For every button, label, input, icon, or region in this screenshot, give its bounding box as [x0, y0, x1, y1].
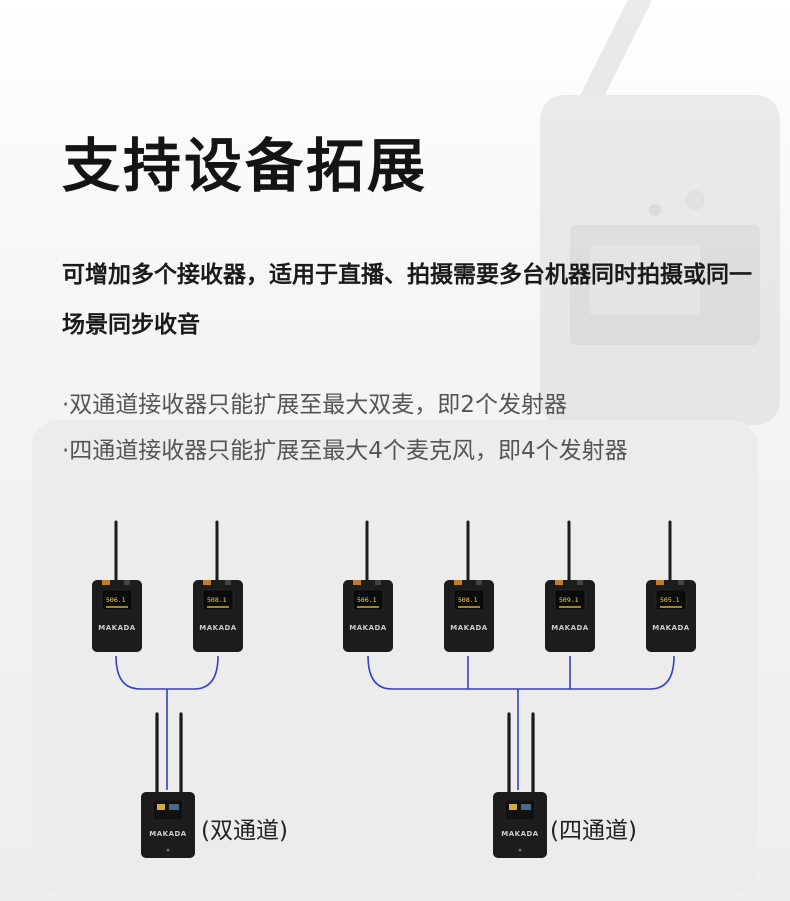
page-title: 支持设备拓展 [62, 132, 429, 200]
brand-logo: MAKADA [149, 830, 187, 838]
channel-readout: 506.1 [106, 596, 126, 604]
quad-channel-label: (四通道) [550, 818, 637, 844]
connection-diagram: 506.1 MAKADA 508.1 MAKADA 506.1 MAKADA 5… [90, 520, 698, 860]
brand-logo: MAKADA [501, 830, 539, 838]
brand-logo: MAKADA [199, 624, 237, 632]
brand-logo: MAKADA [652, 624, 690, 632]
channel-readout: 505.1 [660, 596, 680, 604]
right-transmitter-3: 509.1 MAKADA [543, 520, 597, 654]
bullet-dual-channel: ·双通道接收器只能扩展至最大双麦，即2个发射器 [62, 392, 567, 418]
left-transmitter-1: 506.1 MAKADA [90, 520, 144, 654]
bullet-quad-channel: ·四通道接收器只能扩展至最大4个麦克风，即4个发射器 [62, 438, 628, 464]
right-connector-lines [367, 655, 675, 790]
right-transmitter-1: 506.1 MAKADA [341, 520, 395, 654]
brand-logo: MAKADA [551, 624, 589, 632]
channel-readout: 509.1 [559, 596, 579, 604]
bullet-list: ·双通道接收器只能扩展至最大双麦，即2个发射器 ·四通道接收器只能扩展至最大4个… [62, 382, 762, 474]
quad-channel-receiver: MAKADA [491, 712, 549, 860]
brand-logo: MAKADA [450, 624, 488, 632]
channel-readout: 508.1 [458, 596, 478, 604]
left-connector-lines [115, 655, 219, 790]
brand-logo: MAKADA [349, 624, 387, 632]
channel-readout: 506.1 [357, 596, 377, 604]
dual-channel-label: (双通道) [201, 818, 288, 844]
channel-readout: 508.1 [207, 596, 227, 604]
feature-description: 可增加多个接收器，适用于直播、拍摄需要多台机器同时拍摄或同一场景同步收音 [62, 262, 752, 338]
background-receiver-image [520, 0, 790, 430]
brand-logo: MAKADA [98, 624, 136, 632]
dual-channel-receiver: MAKADA [139, 712, 197, 860]
right-transmitter-2: 508.1 MAKADA [442, 520, 496, 654]
left-transmitter-2: 508.1 MAKADA [191, 520, 245, 654]
right-transmitter-4: 505.1 MAKADA [644, 520, 698, 654]
